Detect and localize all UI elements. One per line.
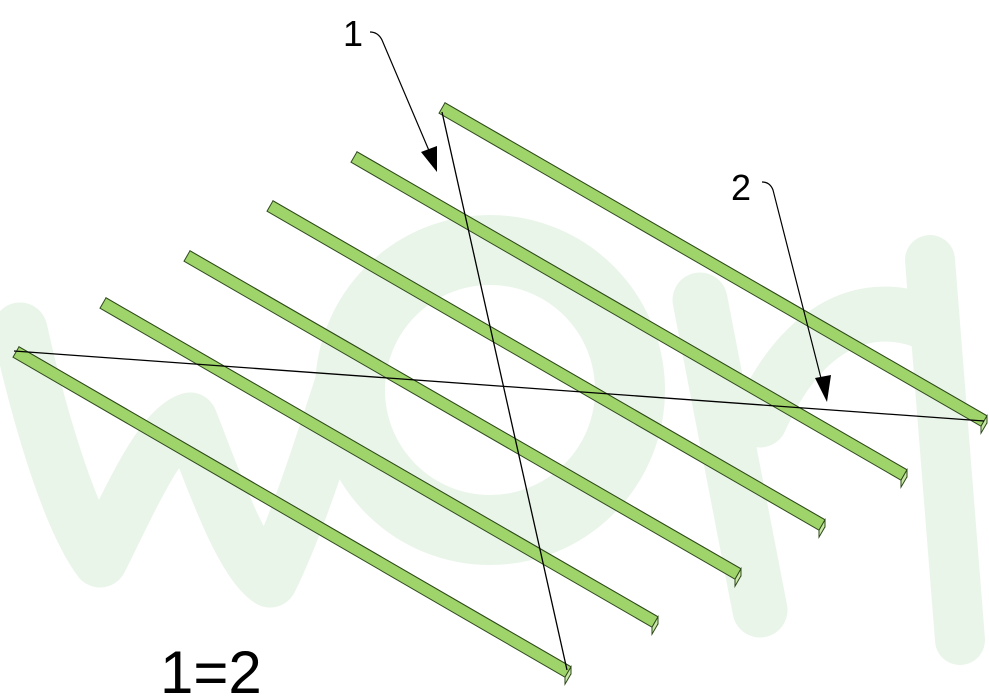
- bar-end-face: [564, 664, 572, 687]
- diagonal-line-1: [441, 111, 568, 671]
- bar-2: [350, 150, 908, 490]
- watermark: [0, 215, 985, 665]
- arrowhead-1: [421, 146, 437, 172]
- equation-label: 1=2: [160, 639, 262, 697]
- bar-5: [99, 296, 659, 637]
- bar-end-face: [651, 614, 659, 637]
- bar-4: [183, 249, 742, 589]
- callout-label-2: 2: [731, 167, 751, 208]
- arrowhead-2: [815, 375, 831, 402]
- leader-line-2: [761, 181, 825, 391]
- bars-group: [12, 101, 988, 687]
- bar-end-face: [734, 566, 742, 589]
- bar-3: [266, 199, 826, 540]
- callout-label-1: 1: [343, 13, 363, 54]
- diagonal-line-2: [13, 350, 985, 422]
- leaders-group: [369, 31, 831, 402]
- diagonals-group: [13, 111, 985, 671]
- bar-end-face: [900, 467, 908, 490]
- bar-end-face: [980, 413, 988, 436]
- leader-line-1: [369, 31, 434, 161]
- bar-end-face: [818, 517, 826, 540]
- bar-1: [438, 101, 988, 436]
